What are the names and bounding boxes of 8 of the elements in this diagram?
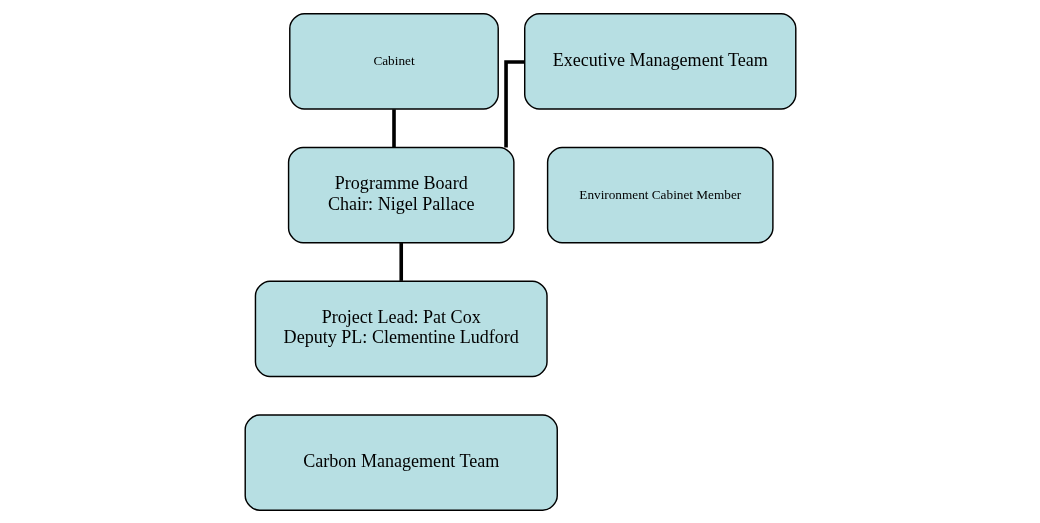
- node-box: Executive Management Team: [523, 12, 796, 110]
- node-box: Programme Board Chair: Nigel Pallace: [287, 146, 515, 243]
- node-box: Project Lead: Pat Cox Deputy PL: Clementine Ludford: [254, 280, 548, 377]
- node-box: Environment Cabinet Member: [546, 146, 774, 243]
- connector: [391, 108, 396, 147]
- node-box: Carbon Management Team: [244, 413, 558, 511]
- connector: [398, 242, 403, 281]
- node-box: Cabinet: [288, 12, 499, 110]
